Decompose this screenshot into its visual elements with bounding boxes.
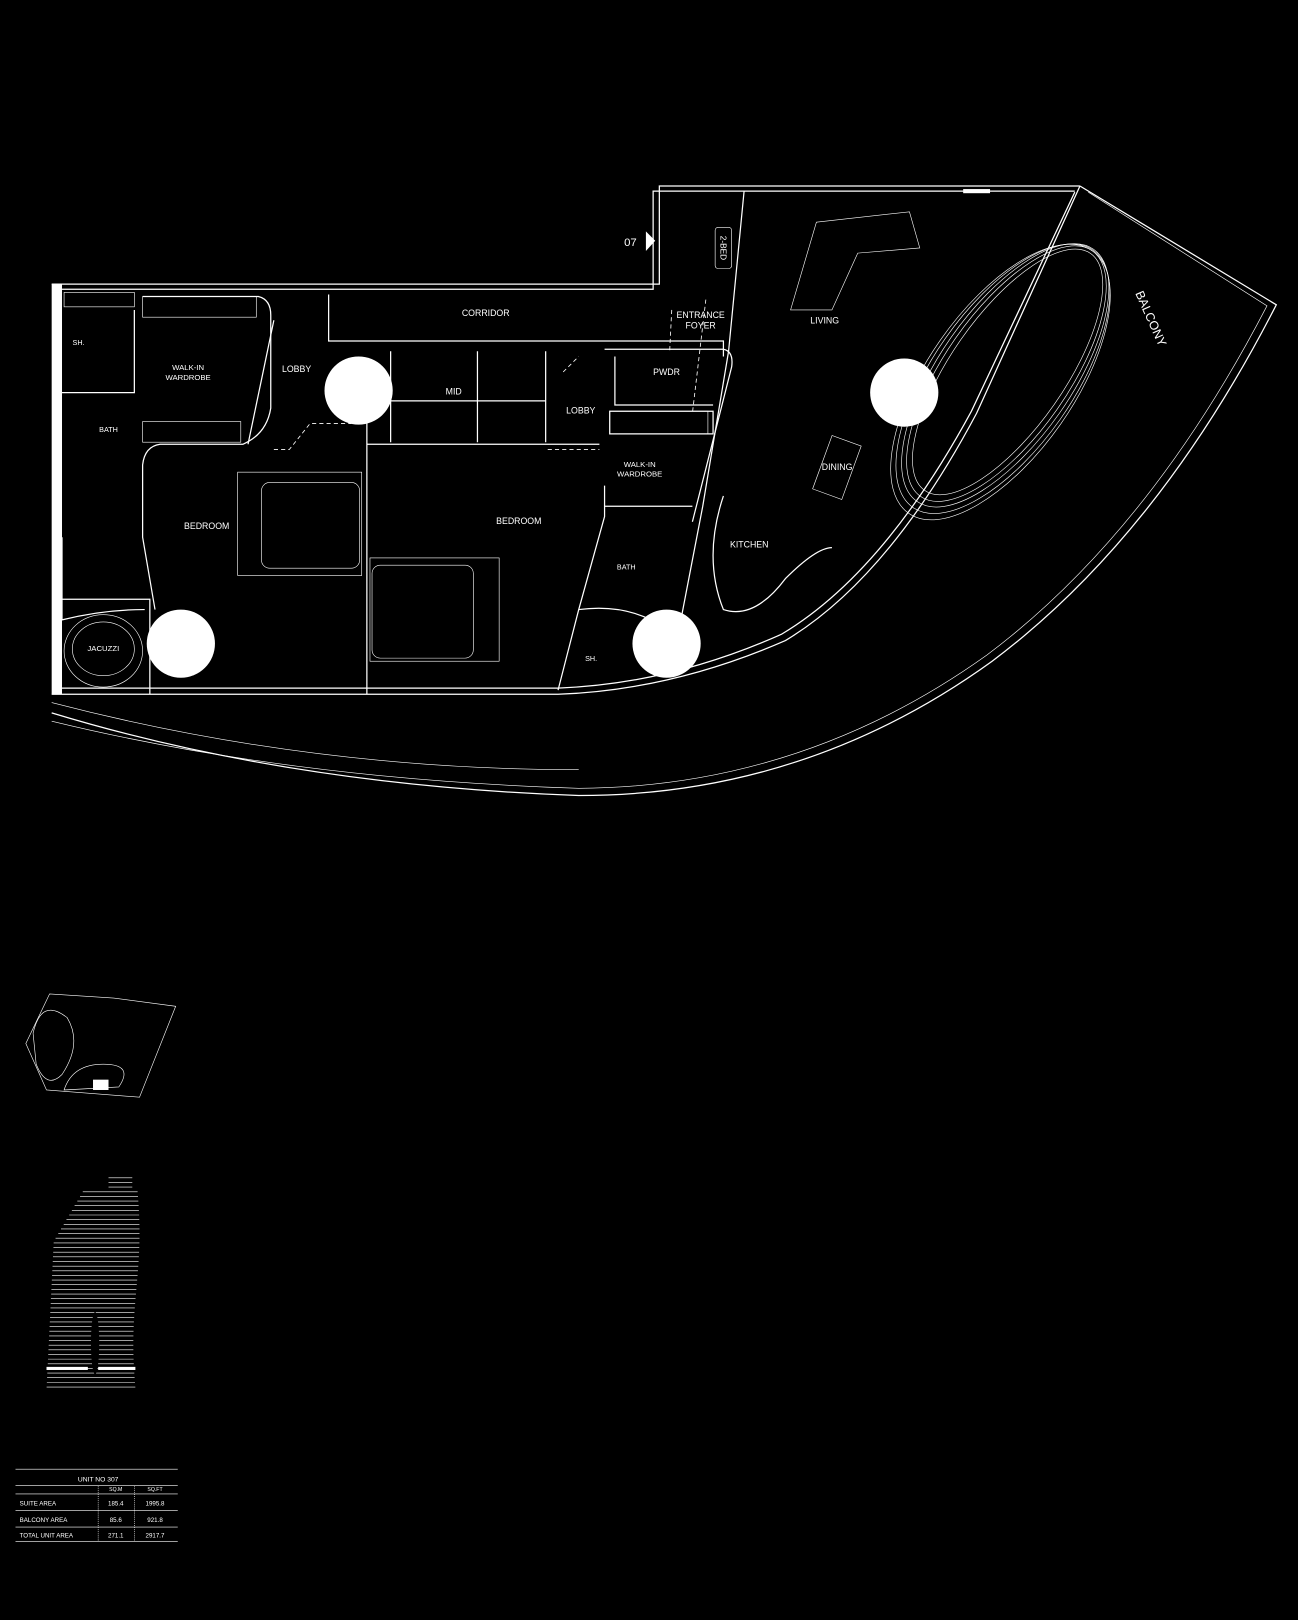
room-label-balcony: BALCONY	[1132, 289, 1169, 349]
area-table: UNIT NO 307 SQ.M SQ.FT SUITE AREA 185.4 …	[15, 1468, 178, 1542]
column-header: SQ.FT	[147, 1487, 163, 1493]
unit-marker: 07	[624, 237, 637, 249]
jacuzzi-tub	[63, 614, 143, 688]
room-label-entrance-foyer: ENTRANCE	[677, 310, 725, 320]
column	[632, 609, 701, 678]
columns	[146, 356, 939, 678]
room-label-living: LIVING	[810, 315, 839, 325]
entrance-arrow-icon	[645, 231, 656, 252]
room-label-powder: PWDR	[653, 367, 680, 377]
pool	[890, 243, 1111, 521]
row-label: TOTAL UNIT AREA	[20, 1532, 74, 1539]
room-label-shower: SH.	[73, 338, 85, 347]
cell-sqft: 1995.8	[146, 1500, 165, 1507]
walls	[51, 185, 1278, 797]
cell-sqm: 85.6	[110, 1517, 123, 1524]
cell-sqm: 271.1	[108, 1532, 124, 1539]
room-label-dining: DINING	[822, 462, 853, 472]
bed	[237, 471, 363, 576]
room-label-kitchen: KITCHEN	[730, 540, 768, 550]
dining-table	[812, 435, 862, 500]
room-label-lobby: LOBBY	[282, 364, 311, 374]
area-table-title: UNIT NO 307	[78, 1477, 119, 1484]
sofa	[790, 211, 921, 311]
cell-sqm: 185.4	[108, 1500, 124, 1507]
row-label: SUITE AREA	[20, 1500, 57, 1507]
room-label-jacuzzi: JACUZZI	[87, 644, 119, 653]
room-label-bedroom: BEDROOM	[184, 521, 229, 531]
room-label-walk-in-wardrobe: WALK-IN	[172, 363, 204, 372]
row-label: BALCONY AREA	[20, 1517, 69, 1524]
room-label-lobby: LOBBY	[566, 405, 595, 415]
key-plan	[25, 993, 177, 1098]
column	[146, 609, 215, 678]
cell-sqft: 2917.7	[146, 1532, 165, 1539]
elevation-highlight	[46, 1366, 88, 1370]
bed	[369, 557, 500, 662]
elevation-highlight	[98, 1366, 136, 1370]
room-label-maid: MID	[446, 387, 462, 397]
elevation-key	[46, 1177, 140, 1388]
room-label-bath: BATH	[617, 562, 636, 571]
room-label-entrance-foyer: FOYER	[686, 321, 716, 331]
room-label-bath: BATH	[99, 425, 118, 434]
column	[870, 358, 939, 427]
left-facade	[51, 284, 63, 695]
unit-type-label: 2-BED	[718, 236, 727, 260]
column-header: SQ.M	[109, 1487, 122, 1493]
room-label-walk-in-wardrobe: WARDROBE	[165, 373, 210, 382]
cell-sqft: 921.8	[147, 1517, 163, 1524]
room-label-walk-in-wardrobe: WARDROBE	[617, 469, 662, 478]
balcony-outline	[51, 185, 1278, 797]
column	[324, 356, 393, 425]
elevation-gap	[90, 1312, 100, 1375]
room-label-corridor: CORRIDOR	[462, 308, 510, 318]
room-labels: CORRIDOR ENTRANCE FOYER LIVING LOBBY LOB…	[73, 289, 1170, 663]
room-label-walk-in-wardrobe: WALK-IN	[624, 460, 656, 469]
room-label-shower: SH.	[585, 654, 597, 663]
room-label-bedroom: BEDROOM	[496, 516, 541, 526]
